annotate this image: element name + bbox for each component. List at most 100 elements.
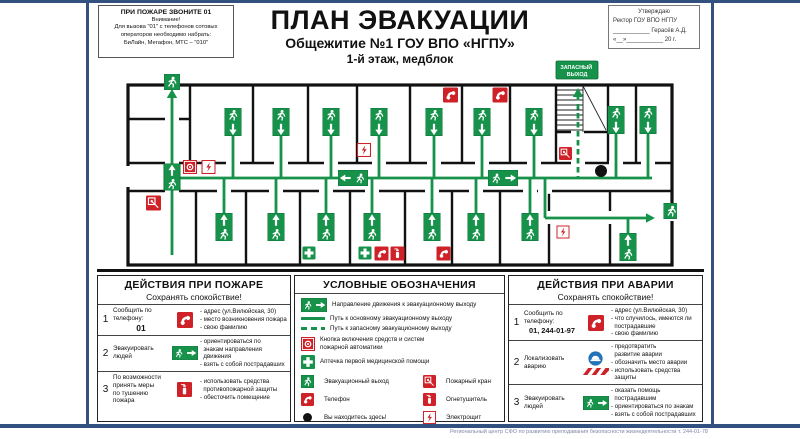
evac-sign-down: [225, 108, 242, 136]
evac-sign-up: [364, 213, 381, 241]
direction-sign-icon: [301, 298, 327, 312]
frame-top: [0, 0, 800, 3]
fire-call-body: Для вызова "01" с телефонов сотовых опер…: [114, 24, 218, 38]
you-are-here-dot: [595, 165, 607, 177]
phone-icon: [176, 311, 193, 328]
electro-panel-icon: [357, 143, 371, 157]
fire-call-attention: Внимание!: [151, 17, 181, 23]
evac-sign-up: [164, 164, 180, 191]
separator-line: [97, 269, 704, 272]
approval-box: Утверждаю Ректор ГОУ ВПО НГПУ __________…: [608, 5, 700, 49]
direction-sign-right: [488, 170, 518, 186]
inner-walls: [128, 85, 672, 265]
phone-icon: [443, 87, 458, 103]
legend-label: Направление движения к эвакуационному вы…: [332, 300, 477, 308]
floor-label: 1-й этаж, медблок: [346, 52, 454, 67]
approval-line: ___________ Герасёв А.Д.: [613, 27, 687, 34]
evac-sign-down: [323, 108, 340, 136]
fire-action-row: 2 Эвакуировать людей - ориентироваться п…: [98, 334, 290, 371]
phone-icon: [587, 314, 604, 331]
fire-action-row: 3 По возможности принять меры по тушению…: [98, 370, 290, 407]
step-number: 3: [513, 397, 520, 409]
approval-line: Утверждаю: [638, 9, 670, 15]
step-action: Эвакуировать людей: [113, 345, 154, 361]
first-aid-icon: [301, 355, 315, 369]
electro-panel-icon: [201, 160, 216, 174]
step-action: Локализовать аварию: [524, 354, 565, 370]
exit-sign-icon: [664, 203, 678, 219]
fire-actions-box: ДЕЙСТВИЯ ПРИ ПОЖАРЕ Сохранять спокойстви…: [97, 275, 291, 422]
emergency-exit-sign: ЗАПАСНЫЙ ВЫХОД: [555, 60, 599, 80]
first-aid-icon: [358, 246, 372, 260]
evac-sign-down: [426, 108, 443, 136]
main-evacuation-route: [166, 96, 652, 255]
fire-extinguisher-icon: [423, 393, 436, 406]
fire-call-box: ПРИ ПОЖАРЕ ЗВОНИТЕ 01 Внимание! Для вызо…: [98, 5, 234, 58]
phone-number: 01: [136, 322, 146, 333]
evac-sign-up: [268, 213, 285, 241]
legend-label: Вы находитесь здесь!: [324, 413, 387, 421]
electro-panel-icon: [556, 225, 570, 239]
phone-number: 01, 244-01-97: [528, 325, 576, 335]
svg-text:ЗАПАСНЫЙ ВЫХОД: ЗАПАСНЫЙ ВЫХОД: [560, 63, 593, 78]
electro-panel-icon: [423, 411, 436, 424]
legend-label: Эвакуационный выход: [324, 377, 389, 385]
evac-sign-down: [526, 108, 543, 136]
legend-item: Путь к основному эвакуационному выходу: [301, 315, 498, 323]
fire-button-icon: [183, 160, 197, 174]
legend-box: УСЛОВНЫЕ ОБОЗНАЧЕНИЯ Направление движени…: [294, 275, 505, 424]
accident-actions-title: ДЕЙСТВИЯ ПРИ АВАРИИ: [537, 279, 674, 291]
legend-label: Путь к основному эвакуационному выходу: [330, 315, 453, 322]
step-action: Эвакуировать людей: [524, 394, 565, 410]
step-number: 2: [102, 347, 109, 359]
fire-call-operators: БиЛайн, Мегафон, МТС – "010": [123, 40, 209, 47]
frame-right: [711, 0, 714, 428]
first-aid-icon: [302, 246, 316, 260]
phone-icon: [492, 87, 508, 103]
footer-credit: Региональный центр СФО по развитию препо…: [449, 429, 708, 435]
step-action: Сообщить по телефону:: [113, 307, 152, 322]
step-action: Сообщить по телефону:: [524, 310, 563, 326]
step-details: - адрес (ул.Вилюйская, 30) - что случило…: [611, 307, 692, 338]
legend-label: Электрощит: [446, 413, 482, 421]
fire-hydrant-icon: [559, 147, 572, 160]
legend-item: Аптечка первой медицинской помощи: [301, 355, 498, 369]
accident-actions-subtitle: Сохранять спокойствие!: [557, 292, 654, 302]
legend-label: Кнопка включения средств и систем пожарн…: [320, 336, 425, 351]
frame-bottom: [0, 424, 800, 428]
evac-sign-up: [318, 213, 335, 241]
evac-sign-up: [424, 213, 441, 241]
hazard-stripes-icon: [582, 367, 609, 375]
approval-line: Ректор ГОУ ВПО НГПУ: [613, 18, 678, 25]
phone-icon: [374, 246, 389, 261]
legend-item: Путь к запасному эвакуационному выходу: [301, 325, 498, 333]
legend-grid: Эвакуационный выход Пожарный кран Телефо…: [301, 375, 498, 424]
legend-label: Пожарный кран: [446, 377, 491, 385]
evac-sign-up: [620, 233, 637, 261]
page-title: ПЛАН ЭВАКУАЦИИ: [270, 5, 530, 35]
legend-label: Телефон: [324, 395, 350, 403]
legend-title: УСЛОВНЫЕ ОБОЗНАЧЕНИЯ: [295, 279, 504, 294]
step-details: - использовать средства противопожарной …: [200, 377, 278, 401]
exit-sign-icon: [301, 375, 314, 388]
fire-button-icon: [301, 336, 315, 351]
accident-action-row: 3 Эвакуировать людей - оказать помощь по…: [509, 384, 702, 420]
step-number: 1: [513, 317, 520, 329]
legend-item: Направление движения к эвакуационному вы…: [301, 298, 498, 312]
fire-extinguisher-icon: [390, 246, 405, 261]
building-outline: [126, 83, 674, 267]
legend-label: Аптечка первой медицинской помощи: [320, 358, 430, 366]
evac-sign-down: [608, 106, 625, 134]
legend-label: Огнетушитель: [446, 395, 487, 403]
route-arrowhead-up: [166, 89, 178, 98]
floor-plan: ЗАПАСНЫЙ ВЫХОД: [125, 60, 678, 267]
evac-sign-down: [474, 108, 491, 136]
fire-hydrant-icon: [146, 195, 161, 211]
evac-sign-up: [216, 213, 233, 241]
exit-sign-icon: [164, 74, 180, 90]
main-route-swatch: [301, 317, 325, 321]
fire-call-title: ПРИ ПОЖАРЕ ЗВОНИТЕ 01: [120, 9, 212, 16]
evac-sign-up: [468, 213, 485, 241]
accident-actions-box: ДЕЙСТВИЯ ПРИ АВАРИИ Сохранять спокойстви…: [508, 275, 703, 422]
